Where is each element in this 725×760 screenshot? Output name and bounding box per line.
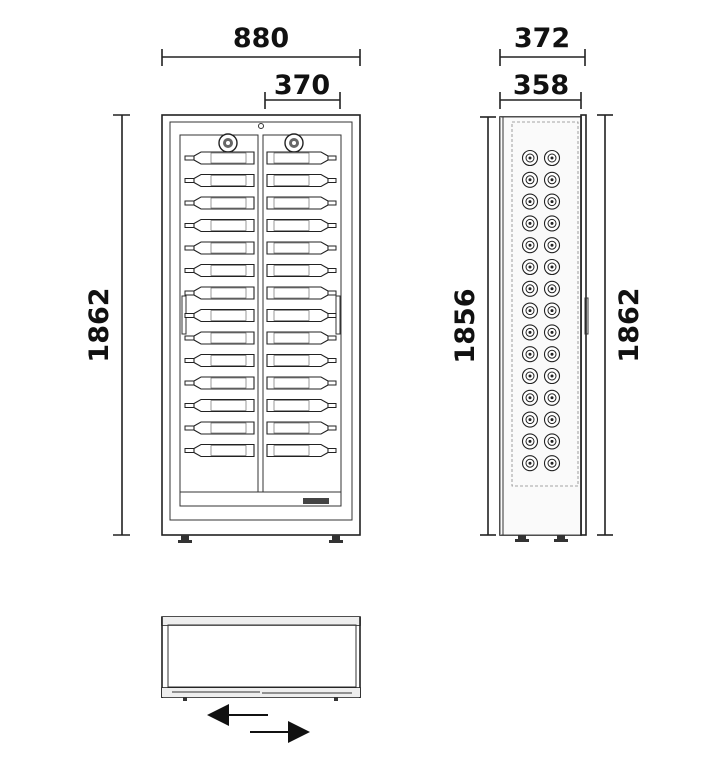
dimension-side-height-inner: 1856 <box>450 116 496 536</box>
bottle-end <box>543 367 561 385</box>
bottle <box>266 331 337 345</box>
bottle <box>184 173 255 188</box>
bottle <box>184 218 255 233</box>
front-width-label: 880 <box>233 23 289 54</box>
door-width-label: 370 <box>274 70 330 101</box>
bottle <box>184 308 255 323</box>
bottle-end <box>543 346 561 363</box>
side-depth-total-label: 372 <box>514 23 570 54</box>
bottle-end <box>521 258 539 276</box>
bottle <box>266 218 337 233</box>
bottle-end <box>543 258 561 276</box>
display-icon <box>303 498 329 504</box>
dimension-front-width: 880 <box>161 23 361 66</box>
bottle-end <box>543 280 561 297</box>
bottle <box>184 241 255 255</box>
bottle-end <box>543 237 561 254</box>
bottle-end <box>521 237 539 254</box>
slide-right-arrow-icon <box>250 721 310 743</box>
fan-icon <box>284 133 304 153</box>
side-door-edge <box>580 114 587 536</box>
bottle-end <box>543 215 561 232</box>
feet <box>178 535 343 543</box>
bottle <box>184 196 255 210</box>
bottle-end <box>521 193 539 210</box>
bottle-end <box>521 346 539 363</box>
bottle <box>266 443 337 458</box>
bottle <box>266 421 337 435</box>
bottle-end <box>521 367 539 385</box>
bottle-end <box>543 455 561 472</box>
side-handle <box>584 297 589 335</box>
bottle <box>266 376 337 390</box>
side-view <box>499 114 589 542</box>
control-panel <box>179 491 342 507</box>
side-bottle-rows <box>521 149 561 472</box>
slide-left-arrow-icon <box>207 704 268 726</box>
side-depth-cabinet-label: 358 <box>513 70 569 101</box>
inner-compartment <box>511 121 579 487</box>
bottle-end <box>521 455 539 472</box>
bottle-end <box>521 389 539 406</box>
fan-icon <box>218 133 238 153</box>
bottle <box>184 376 255 390</box>
bottle-end <box>543 433 561 450</box>
lock-icon <box>258 123 264 129</box>
bottle <box>266 173 337 188</box>
bottle <box>266 196 337 210</box>
bottle <box>266 241 337 255</box>
bottle-end <box>521 149 539 167</box>
bottle-end <box>543 324 561 341</box>
front-view <box>161 114 361 543</box>
dimension-front-height: 1862 <box>84 114 130 536</box>
bottle-end <box>521 411 539 428</box>
top-view <box>161 616 361 701</box>
bottle-end <box>543 302 561 319</box>
bottle <box>266 286 337 300</box>
bottle <box>184 151 255 165</box>
side-feet <box>515 535 568 542</box>
bottle <box>184 421 255 435</box>
bottle <box>184 443 255 458</box>
right-handle <box>335 295 341 335</box>
bottle-end <box>521 280 539 297</box>
bottle <box>266 151 337 165</box>
bottle-end <box>543 149 561 167</box>
bottle <box>184 286 255 300</box>
dimension-side-height-total: 1862 <box>597 114 645 536</box>
side-height-total-label: 1862 <box>614 287 645 362</box>
bottle-end <box>521 324 539 341</box>
bottle <box>266 398 337 413</box>
bottle-end <box>521 215 539 232</box>
side-height-inner-label: 1856 <box>450 288 481 363</box>
bottle-end <box>521 433 539 450</box>
front-height-label: 1862 <box>84 287 115 362</box>
bottle <box>184 331 255 345</box>
bottle-end <box>543 171 561 188</box>
bottle <box>184 263 255 278</box>
bottle-end <box>543 389 561 406</box>
bottle-end <box>543 411 561 428</box>
dimension-door-width: 370 <box>264 70 341 109</box>
dimension-side-depth-cabinet: 358 <box>499 70 582 109</box>
bottle-end <box>521 171 539 188</box>
bottle <box>266 263 337 278</box>
bottle <box>184 398 255 413</box>
bottle-end <box>543 193 561 210</box>
bottle-end <box>521 302 539 319</box>
bottle <box>184 353 255 368</box>
front-bottle-rows <box>184 151 337 458</box>
bottle <box>266 308 337 323</box>
bottle <box>266 353 337 368</box>
dimension-side-depth-total: 372 <box>499 23 586 66</box>
